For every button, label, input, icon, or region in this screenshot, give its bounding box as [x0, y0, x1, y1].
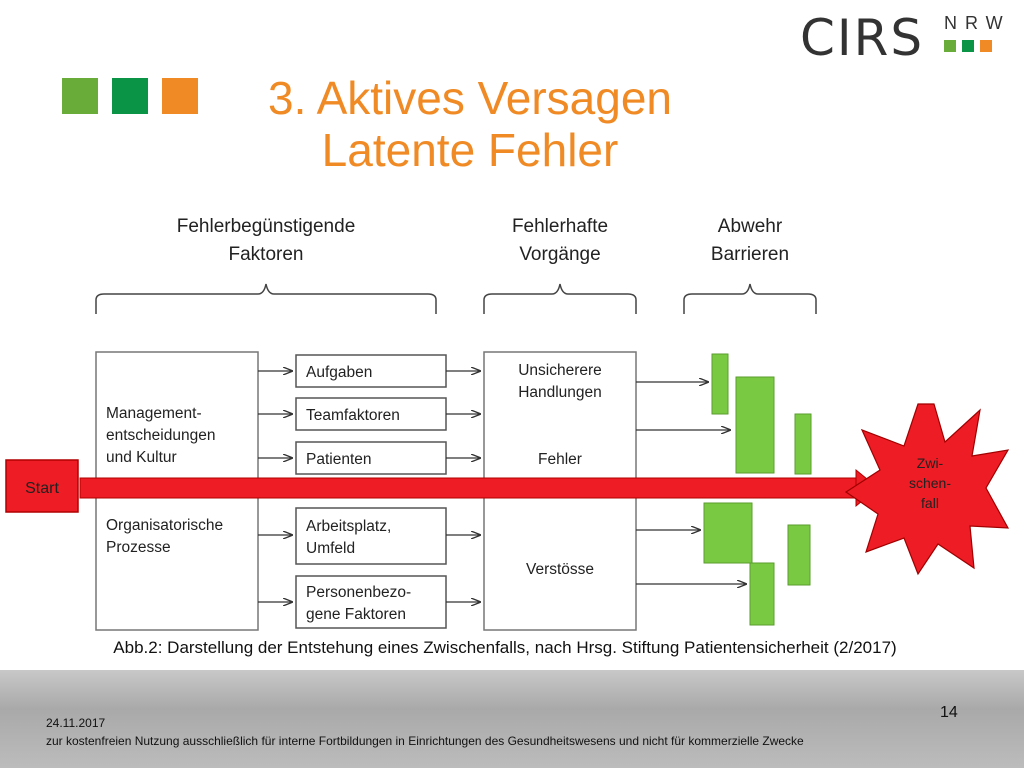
process-errors-label: Fehler: [538, 451, 582, 468]
footer-band: [0, 670, 1024, 768]
heading-processes-line-2: Vorgänge: [519, 244, 600, 265]
factor-box-aufgaben: [295, 354, 447, 388]
footer-usage-note: zur kostenfreien Nutzung ausschließlich …: [46, 734, 804, 748]
factor-label-teamfaktoren: Teamfaktoren: [306, 407, 400, 424]
barrier-bar-5: [749, 562, 775, 626]
brace-processes: [483, 283, 637, 314]
incident-label-line-3: fall: [921, 495, 939, 511]
factor-label-personenbezogen-line-1: Personenbezo-: [306, 584, 411, 601]
factor-label-arbeitsplatz-line-1: Arbeitsplatz,: [306, 518, 391, 535]
management-label-line-1: Management-: [106, 405, 202, 422]
incident-starburst: [844, 403, 1010, 576]
process-org-label-line-1: Organisatorische: [106, 517, 223, 534]
main-arrow-shaft: [79, 477, 863, 499]
slide-title: 3. Aktives Versagen Latente Fehler: [200, 72, 740, 176]
incident-label-line-1: Zwi-: [917, 455, 944, 471]
title-line-1: 3. Aktives Versagen: [267, 72, 673, 124]
factor-label-personenbezogen-line-2: gene Faktoren: [306, 606, 406, 623]
brace-barriers: [683, 283, 817, 314]
factor-box-teamfaktoren: [295, 397, 447, 431]
decor-square-dark-green: [112, 78, 148, 114]
start-label: Start: [25, 480, 59, 497]
figure-caption: Abb.2: Darstellung der Entstehung eines …: [113, 638, 897, 657]
factor-label-aufgaben: Aufgaben: [306, 364, 372, 381]
title-line-2: Latente Fehler: [321, 124, 619, 176]
heading-factors-line-1: Fehlerbegünstigende: [177, 216, 356, 237]
page-number: 14: [940, 704, 958, 721]
process-org-label-line-2: Prozesse: [106, 539, 171, 556]
management-label-line-3: und Kultur: [106, 449, 177, 466]
logo-square-2: [962, 40, 974, 52]
process-unsafe-line-1: Unsicherere: [518, 362, 602, 379]
process-unsafe-line-2: Handlungen: [518, 384, 602, 401]
barrier-bar-6: [787, 524, 811, 586]
heading-barriers-line-1: Abwehr: [718, 216, 783, 237]
process-violations-label: Verstösse: [526, 561, 594, 578]
brace-factors: [95, 283, 437, 314]
error-model-diagram: Fehlerbegünstigende Faktoren Fehlerhafte…: [5, 216, 1010, 631]
factor-box-arbeitsplatz: [295, 507, 447, 565]
barrier-bar-3: [794, 413, 812, 475]
incident-label-line-2: schen-: [909, 475, 951, 491]
start-box: [5, 459, 79, 513]
logo-square-3: [980, 40, 992, 52]
factor-box-personenbezogen: [295, 575, 447, 629]
barrier-bar-2: [735, 376, 775, 474]
decor-square-green: [62, 78, 98, 114]
factor-label-patienten: Patienten: [306, 451, 372, 468]
cirs-logo-text: CIRS: [800, 9, 925, 67]
heading-processes-line-1: Fehlerhafte: [512, 216, 608, 237]
barrier-bar-4: [703, 502, 753, 564]
factor-label-arbeitsplatz-line-2: Umfeld: [306, 540, 355, 557]
decor-square-orange: [162, 78, 198, 114]
heading-factors-line-2: Faktoren: [229, 244, 304, 265]
management-label-line-2: entscheidungen: [106, 427, 215, 444]
barrier-bar-1: [711, 353, 729, 415]
heading-barriers-line-2: Barrieren: [711, 244, 789, 265]
cirs-logo-nrw: NRW: [944, 13, 1011, 33]
footer-date: 24.11.2017: [46, 716, 106, 730]
logo-square-1: [944, 40, 956, 52]
factor-box-patienten: [295, 441, 447, 475]
